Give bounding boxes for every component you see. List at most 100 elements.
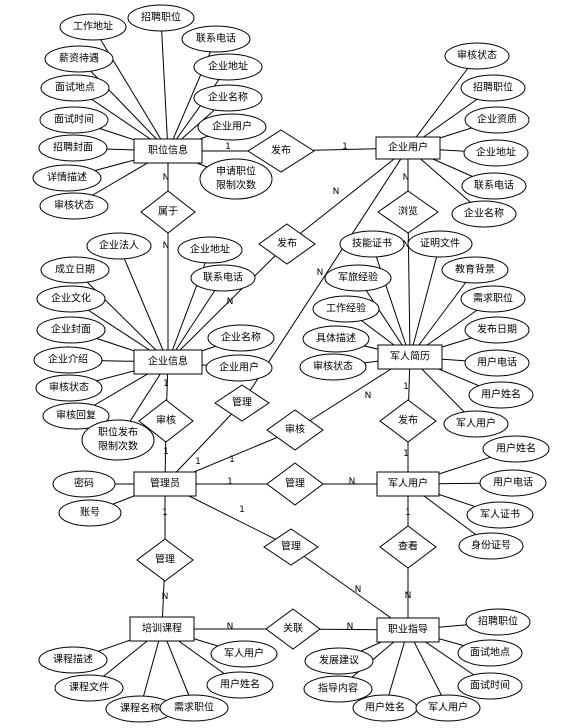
- attribute-label: 联系电话: [203, 271, 243, 284]
- relationship-label: 浏览: [398, 205, 418, 218]
- attribute-label: 企业介绍: [48, 353, 88, 366]
- attribute-label: 企业文化: [51, 292, 91, 305]
- cardinality-mark: N: [333, 187, 340, 197]
- entity-box: [375, 136, 441, 160]
- attribute-label: 需求职位: [174, 701, 214, 714]
- attribute-line: [160, 17, 169, 152]
- cardinality-mark: N: [227, 297, 234, 307]
- attribute-label: 教育背景: [455, 263, 495, 276]
- relationship-line: [164, 402, 243, 485]
- attribute-job_info-10: 详情描述: [32, 164, 102, 192]
- attribute-ellipse: [159, 694, 229, 722]
- attribute-ellipse: [193, 84, 263, 112]
- entity-box: [377, 344, 443, 370]
- relationship-line: [407, 211, 411, 358]
- attribute-company_info-9: 企业名称: [207, 324, 275, 352]
- entity-box: [133, 138, 203, 164]
- attribute-guidance-2: 面试时间: [457, 672, 523, 700]
- attribute-ellipse: [42, 402, 110, 430]
- attribute-ellipse: [461, 172, 527, 200]
- attribute-ellipse: [444, 42, 510, 70]
- attribute-ellipse: [460, 285, 526, 313]
- attribute-ellipse: [206, 671, 274, 699]
- attribute-label: 招聘职位: [478, 615, 518, 628]
- attribute-resume-5: 需求职位: [460, 285, 526, 313]
- relationship-label: 管理: [281, 540, 301, 553]
- attribute-label: 课程文件: [69, 681, 109, 694]
- attribute-label: 面试地点: [470, 646, 510, 659]
- relationship-label: 管理: [155, 553, 175, 566]
- attribute-label: 发展建议: [319, 654, 359, 667]
- attribute-line: [92, 26, 169, 152]
- attribute-company_info-2: 联系电话: [190, 264, 256, 292]
- attribute-job_info-8: 企业用户: [197, 113, 267, 141]
- entity-box: [376, 617, 440, 643]
- attribute-label: 军人用户: [224, 647, 264, 660]
- attribute-ellipse: [58, 499, 122, 527]
- attribute-label: 工作经验: [326, 302, 366, 315]
- attribute-ellipse: [40, 74, 110, 102]
- attribute-guidance-6: 军人用户: [415, 694, 481, 722]
- relationship-label: 关联: [283, 622, 303, 635]
- cardinality-mark: 1: [342, 142, 348, 152]
- attribute-label: 用户姓名: [481, 388, 521, 401]
- attribute-resume-6: 具体描述: [302, 325, 370, 353]
- relationship-label: 审核: [156, 414, 176, 427]
- attribute-label: 用户姓名: [220, 678, 260, 691]
- entity-label: 企业用户: [388, 141, 428, 154]
- attribute-ellipse: [468, 381, 534, 409]
- attribute-job_info-1: 招聘职位: [127, 4, 195, 32]
- attribute-ellipse: [181, 25, 251, 53]
- attribute-job_info-9: 招聘封面: [38, 134, 108, 162]
- attribute-ellipse: [199, 158, 273, 200]
- relationship-diamond: [265, 608, 321, 650]
- cardinality-mark: N: [162, 592, 169, 602]
- relationship-browse: 浏览: [377, 190, 439, 234]
- attribute-job_info-2: 联系电话: [181, 25, 251, 53]
- attribute-label: 申请职位: [216, 165, 256, 178]
- attribute-line: [74, 269, 169, 363]
- entity-label: 培训课程: [142, 622, 182, 635]
- entity-box: [129, 616, 195, 642]
- attribute-ellipse: [312, 295, 380, 323]
- attribute-line: [78, 58, 169, 152]
- relationship-diamond: [136, 538, 194, 582]
- attribute-training-5: 用户姓名: [206, 671, 274, 699]
- attribute-company_info-7: 审核状态: [35, 374, 103, 402]
- attribute-label: 军人证书: [480, 509, 520, 521]
- attribute-soldier_user-0: 用户姓名: [482, 435, 550, 463]
- attribute-admin-0: 密码: [52, 470, 116, 498]
- entity-label: 职位信息: [148, 144, 188, 157]
- cardinality-mark: N: [317, 268, 324, 278]
- relationship-label: 发布: [277, 237, 297, 250]
- attribute-guidance-4: 指导内容: [303, 675, 373, 703]
- attribute-company_user-1: 招聘职位: [460, 74, 526, 102]
- attribute-label: 发布日期: [477, 323, 517, 336]
- attribute-resume-2: 军旅经验: [324, 264, 392, 292]
- attribute-ellipse: [39, 106, 109, 134]
- attribute-ellipse: [464, 349, 530, 377]
- attribute-training-0: 课程描述: [38, 646, 108, 674]
- attribute-ellipse: [464, 316, 530, 344]
- attribute-company_info-8: 审核回复: [42, 402, 110, 430]
- attribute-ellipse: [54, 674, 124, 702]
- relationship-diamond: [266, 409, 324, 451]
- attribute-ellipse: [210, 640, 278, 668]
- cardinality-mark: N: [403, 240, 410, 250]
- relationship-diamond: [140, 190, 196, 234]
- cardinality-mark: N: [365, 391, 372, 401]
- relationship-manage_training: 管理: [136, 538, 194, 582]
- relationship-publish_resume: 发布: [379, 399, 437, 443]
- entity-resume: 军人简历: [377, 344, 443, 370]
- relationship-manage_company: 管理: [214, 384, 270, 422]
- attribute-job_info-11: 审核状态: [39, 192, 109, 220]
- attribute-label: 需求职位: [473, 292, 513, 305]
- attribute-label: 用户电话: [477, 356, 517, 369]
- entity-label: 军人简历: [390, 350, 430, 363]
- cardinality-mark: N: [163, 173, 170, 183]
- relationship-label: 审核: [285, 423, 305, 436]
- attribute-ellipse: [407, 230, 473, 258]
- cardinality-mark: 1: [227, 477, 233, 487]
- attribute-company_user-0: 审核状态: [444, 42, 510, 70]
